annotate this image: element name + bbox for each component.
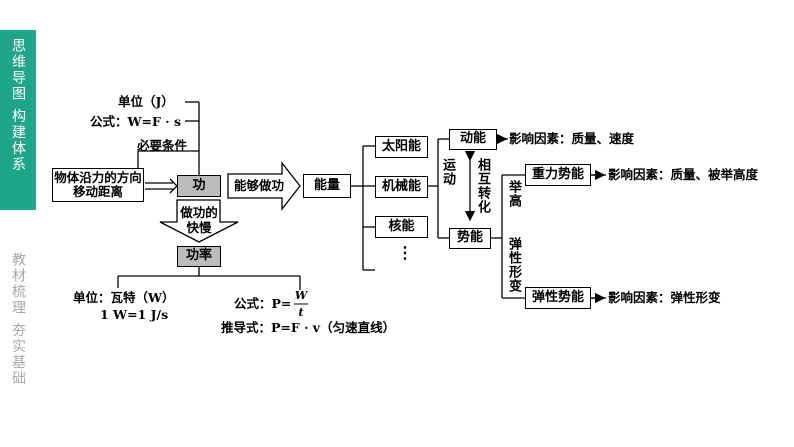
watt-definition-text: 1 W=1 J/s bbox=[100, 307, 169, 322]
nuclear-energy-box[interactable]: 核能 bbox=[375, 216, 428, 238]
work-box[interactable]: 功 bbox=[177, 175, 221, 197]
more-ellipsis: ⋮ bbox=[397, 243, 413, 262]
elastic-deform-label: 弹性形变 bbox=[506, 237, 521, 293]
gravitational-factors-text: 影响因素：质量、被举高度 bbox=[608, 167, 759, 182]
power-formula-numerator: W bbox=[294, 289, 308, 302]
elastic-factors-text: 影响因素：弹性形变 bbox=[608, 290, 721, 305]
elastic-potential-box[interactable]: 弹性势能 bbox=[525, 287, 591, 309]
potential-energy-box[interactable]: 势能 bbox=[449, 228, 491, 249]
force-distance-box[interactable]: 物体沿力的方向移动距离 bbox=[52, 168, 144, 202]
can-do-work-text: 能够做功 bbox=[234, 178, 285, 193]
power-derived-text: 推导式：P=F · v（匀速直线） bbox=[221, 320, 396, 335]
mutual-conversion-label: 相互转化 bbox=[475, 158, 490, 214]
sidebar-mindmap-label[interactable]: 思维导图 构建体系 bbox=[10, 38, 26, 173]
work-formula-text: 公式：W=F · s bbox=[90, 114, 181, 129]
mechanical-energy-box[interactable]: 机械能 bbox=[375, 176, 428, 198]
energy-box[interactable]: 能量 bbox=[303, 174, 351, 198]
sidebar-textbook-label[interactable]: 教材梳理 夯实基础 bbox=[10, 252, 26, 387]
lift-label: 举高 bbox=[506, 180, 521, 208]
power-formula-text: 公式：P= bbox=[234, 296, 292, 311]
kinetic-factors-text: 影响因素：质量、速度 bbox=[509, 131, 635, 146]
motion-label: 运动 bbox=[440, 158, 455, 186]
necessary-condition-text: 必要条件 bbox=[137, 138, 188, 153]
power-formula-denominator: t bbox=[298, 306, 304, 319]
solar-energy-box[interactable]: 太阳能 bbox=[375, 136, 428, 158]
sidebar-highlight bbox=[0, 30, 36, 210]
work-unit-text: 单位（J） bbox=[118, 94, 174, 109]
power-box[interactable]: 功率 bbox=[177, 246, 221, 267]
gravitational-potential-box[interactable]: 重力势能 bbox=[525, 164, 591, 186]
kinetic-energy-box[interactable]: 动能 bbox=[449, 129, 497, 150]
power-unit-text: 单位：瓦特（W） bbox=[73, 290, 175, 305]
work-speed-text: 做功的快慢 bbox=[180, 205, 218, 235]
